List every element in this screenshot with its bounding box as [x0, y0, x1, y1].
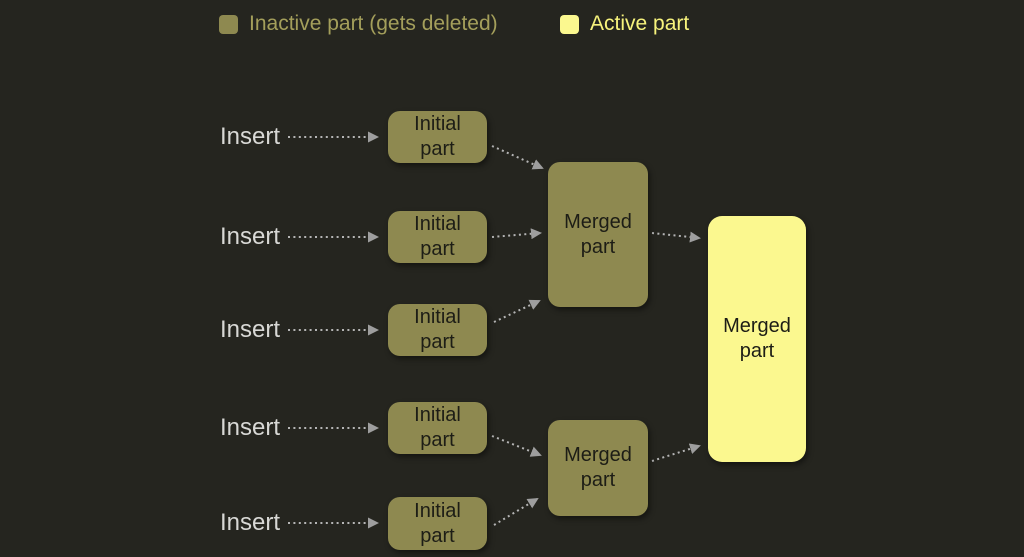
- inactive-swatch-icon: [219, 14, 238, 34]
- initial-part-label: Initial part: [414, 213, 461, 260]
- insert-label-5: Insert: [220, 509, 281, 536]
- insert-label-1: Insert: [220, 123, 281, 150]
- insert-label-2: Insert: [220, 223, 281, 250]
- initial-part-node-1: Initial part: [388, 111, 487, 163]
- initial-part-label: Initial part: [414, 113, 461, 160]
- legend-inactive-label: Inactive part (gets deleted): [249, 12, 498, 35]
- merged-part-label: Merged part: [723, 315, 791, 362]
- initial-part-node-4: Initial part: [388, 402, 487, 454]
- insert-label-3: Insert: [220, 316, 281, 343]
- merged-part-label: Merged part: [564, 444, 632, 491]
- merged-part-node-bottom: Merged part: [548, 420, 648, 516]
- arrow-merged1-final: [651, 231, 701, 243]
- initial-part-node-2: Initial part: [388, 211, 487, 263]
- arrow-initial4-merged2: [491, 435, 542, 457]
- legend-item-active: Active part: [560, 11, 689, 37]
- merged-part-node-top: Merged part: [548, 162, 648, 307]
- arrow-initial2-merged1: [491, 228, 542, 240]
- insert-label-4: Insert: [220, 414, 281, 441]
- arrow-initial5-merged2: [493, 497, 539, 526]
- active-swatch-icon: [560, 14, 579, 34]
- merged-part-node-final: Merged part: [708, 216, 806, 462]
- initial-part-node-5: Initial part: [388, 497, 487, 550]
- legend-active-label: Active part: [590, 12, 690, 35]
- merged-part-label: Merged part: [564, 210, 632, 258]
- initial-part-node-3: Initial part: [388, 304, 487, 356]
- initial-part-label: Initial part: [414, 306, 461, 353]
- initial-part-label: Initial part: [414, 404, 461, 451]
- initial-part-label: Initial part: [414, 499, 461, 547]
- arrow-merged2-final: [651, 443, 701, 462]
- legend-item-inactive: Inactive part (gets deleted): [219, 11, 498, 37]
- arrow-initial3-merged1: [493, 299, 541, 323]
- arrow-initial1-merged1: [491, 145, 544, 170]
